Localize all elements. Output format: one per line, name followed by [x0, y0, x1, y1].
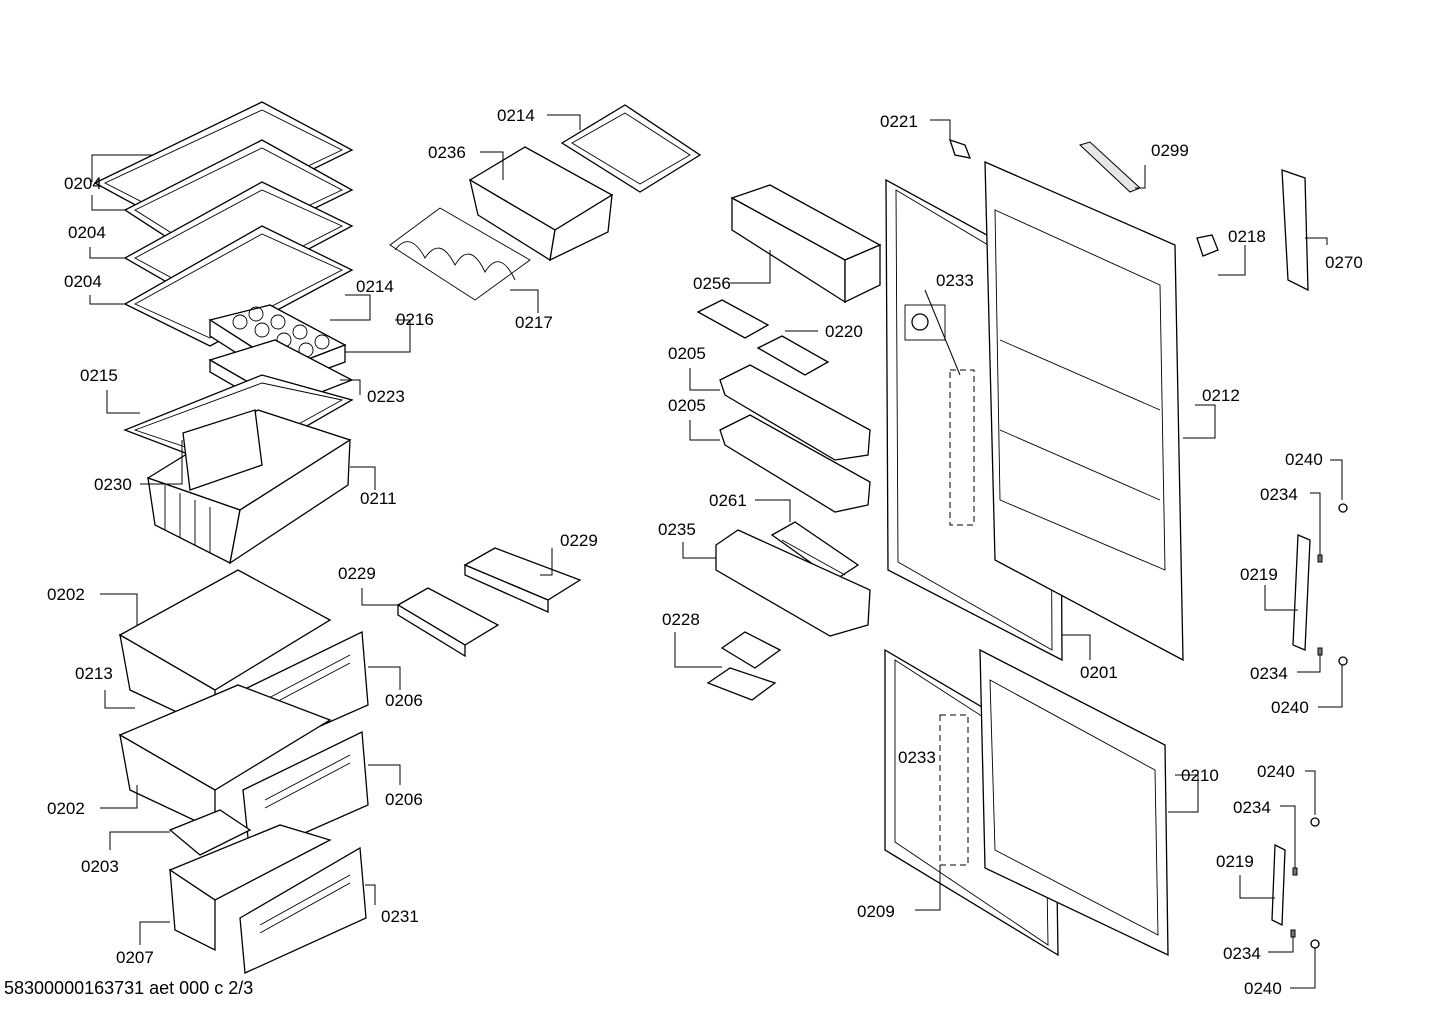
label-0206: 0206	[385, 790, 423, 809]
label-0213: 0213	[75, 664, 113, 683]
label-0202: 0202	[47, 585, 85, 604]
fixing-screws-0233-upper	[904, 304, 975, 526]
label-0219: 0219	[1240, 565, 1278, 584]
ice-trays-0229	[396, 547, 582, 658]
part-labels: 0204 0204 0204 0236 0214 0214 0216 0217 …	[47, 106, 1363, 998]
label-0240: 0240	[1257, 762, 1295, 781]
label-0299: 0299	[1151, 141, 1189, 160]
label-0207: 0207	[116, 948, 154, 967]
label-0236: 0236	[428, 143, 466, 162]
freezer-door-0210	[979, 648, 1169, 957]
label-0256: 0256	[693, 274, 731, 293]
freezer-drawer-middle	[118, 684, 369, 858]
label-0205: 0205	[668, 344, 706, 363]
label-0240: 0240	[1285, 450, 1323, 469]
door-shelves-0205	[719, 364, 871, 513]
label-0229: 0229	[560, 531, 598, 550]
hinge-parts	[1290, 503, 1348, 949]
label-0230: 0230	[94, 475, 132, 494]
label-0211: 0211	[360, 489, 397, 508]
label-0210: 0210	[1181, 766, 1219, 785]
leader-lines	[89, 114, 1343, 989]
label-0209: 0209	[857, 902, 895, 921]
label-0202: 0202	[47, 799, 85, 818]
egg-holders-0220	[696, 299, 830, 376]
label-0221: 0221	[880, 112, 918, 131]
label-0234: 0234	[1223, 944, 1261, 963]
label-0240: 0240	[1244, 979, 1282, 998]
label-0229: 0229	[338, 564, 376, 583]
fixing-screws-0233-lower	[939, 714, 969, 866]
label-0217: 0217	[515, 313, 553, 332]
bottle-shelf-0235	[715, 529, 871, 637]
label-0228: 0228	[662, 610, 700, 629]
label-0234: 0234	[1233, 798, 1271, 817]
label-0205: 0205	[668, 396, 706, 415]
label-0203: 0203	[81, 857, 119, 876]
document-footer: 58300000163731 aet 000 c 2/3	[4, 978, 254, 998]
label-0206: 0206	[385, 691, 423, 710]
label-0212: 0212	[1202, 386, 1240, 405]
label-0234: 0234	[1260, 485, 1298, 504]
label-0240: 0240	[1271, 698, 1309, 717]
label-0235: 0235	[658, 520, 696, 539]
box-0236	[468, 146, 614, 262]
label-0204: 0204	[68, 223, 106, 242]
glass-shelves-0204	[93, 101, 354, 347]
label-0214: 0214	[356, 277, 394, 296]
small-parts-right	[948, 138, 1311, 927]
glass-shelf-0214	[560, 104, 702, 193]
label-0219: 0219	[1216, 852, 1254, 871]
freezer-drawer-bottom-0207	[168, 824, 367, 974]
label-0233: 0233	[936, 271, 974, 290]
label-0214: 0214	[497, 106, 535, 125]
label-0201: 0201	[1080, 663, 1118, 682]
label-0218: 0218	[1228, 227, 1266, 246]
label-0270: 0270	[1325, 253, 1363, 272]
label-0204: 0204	[64, 174, 102, 193]
door-bin-0256	[730, 184, 882, 304]
label-0233: 0233	[898, 748, 936, 767]
butter-dish-0228	[706, 631, 782, 701]
label-0216: 0216	[396, 310, 434, 329]
label-0204: 0204	[64, 272, 102, 291]
label-0215: 0215	[80, 366, 118, 385]
label-0234: 0234	[1250, 664, 1288, 683]
fridge-door-0212	[984, 160, 1184, 662]
label-0231: 0231	[381, 907, 419, 926]
label-0220: 0220	[825, 322, 863, 341]
bottle-rack-0217	[389, 207, 531, 301]
divider-0230	[182, 409, 263, 491]
label-0223: 0223	[367, 387, 405, 406]
label-0261: 0261	[709, 491, 747, 510]
